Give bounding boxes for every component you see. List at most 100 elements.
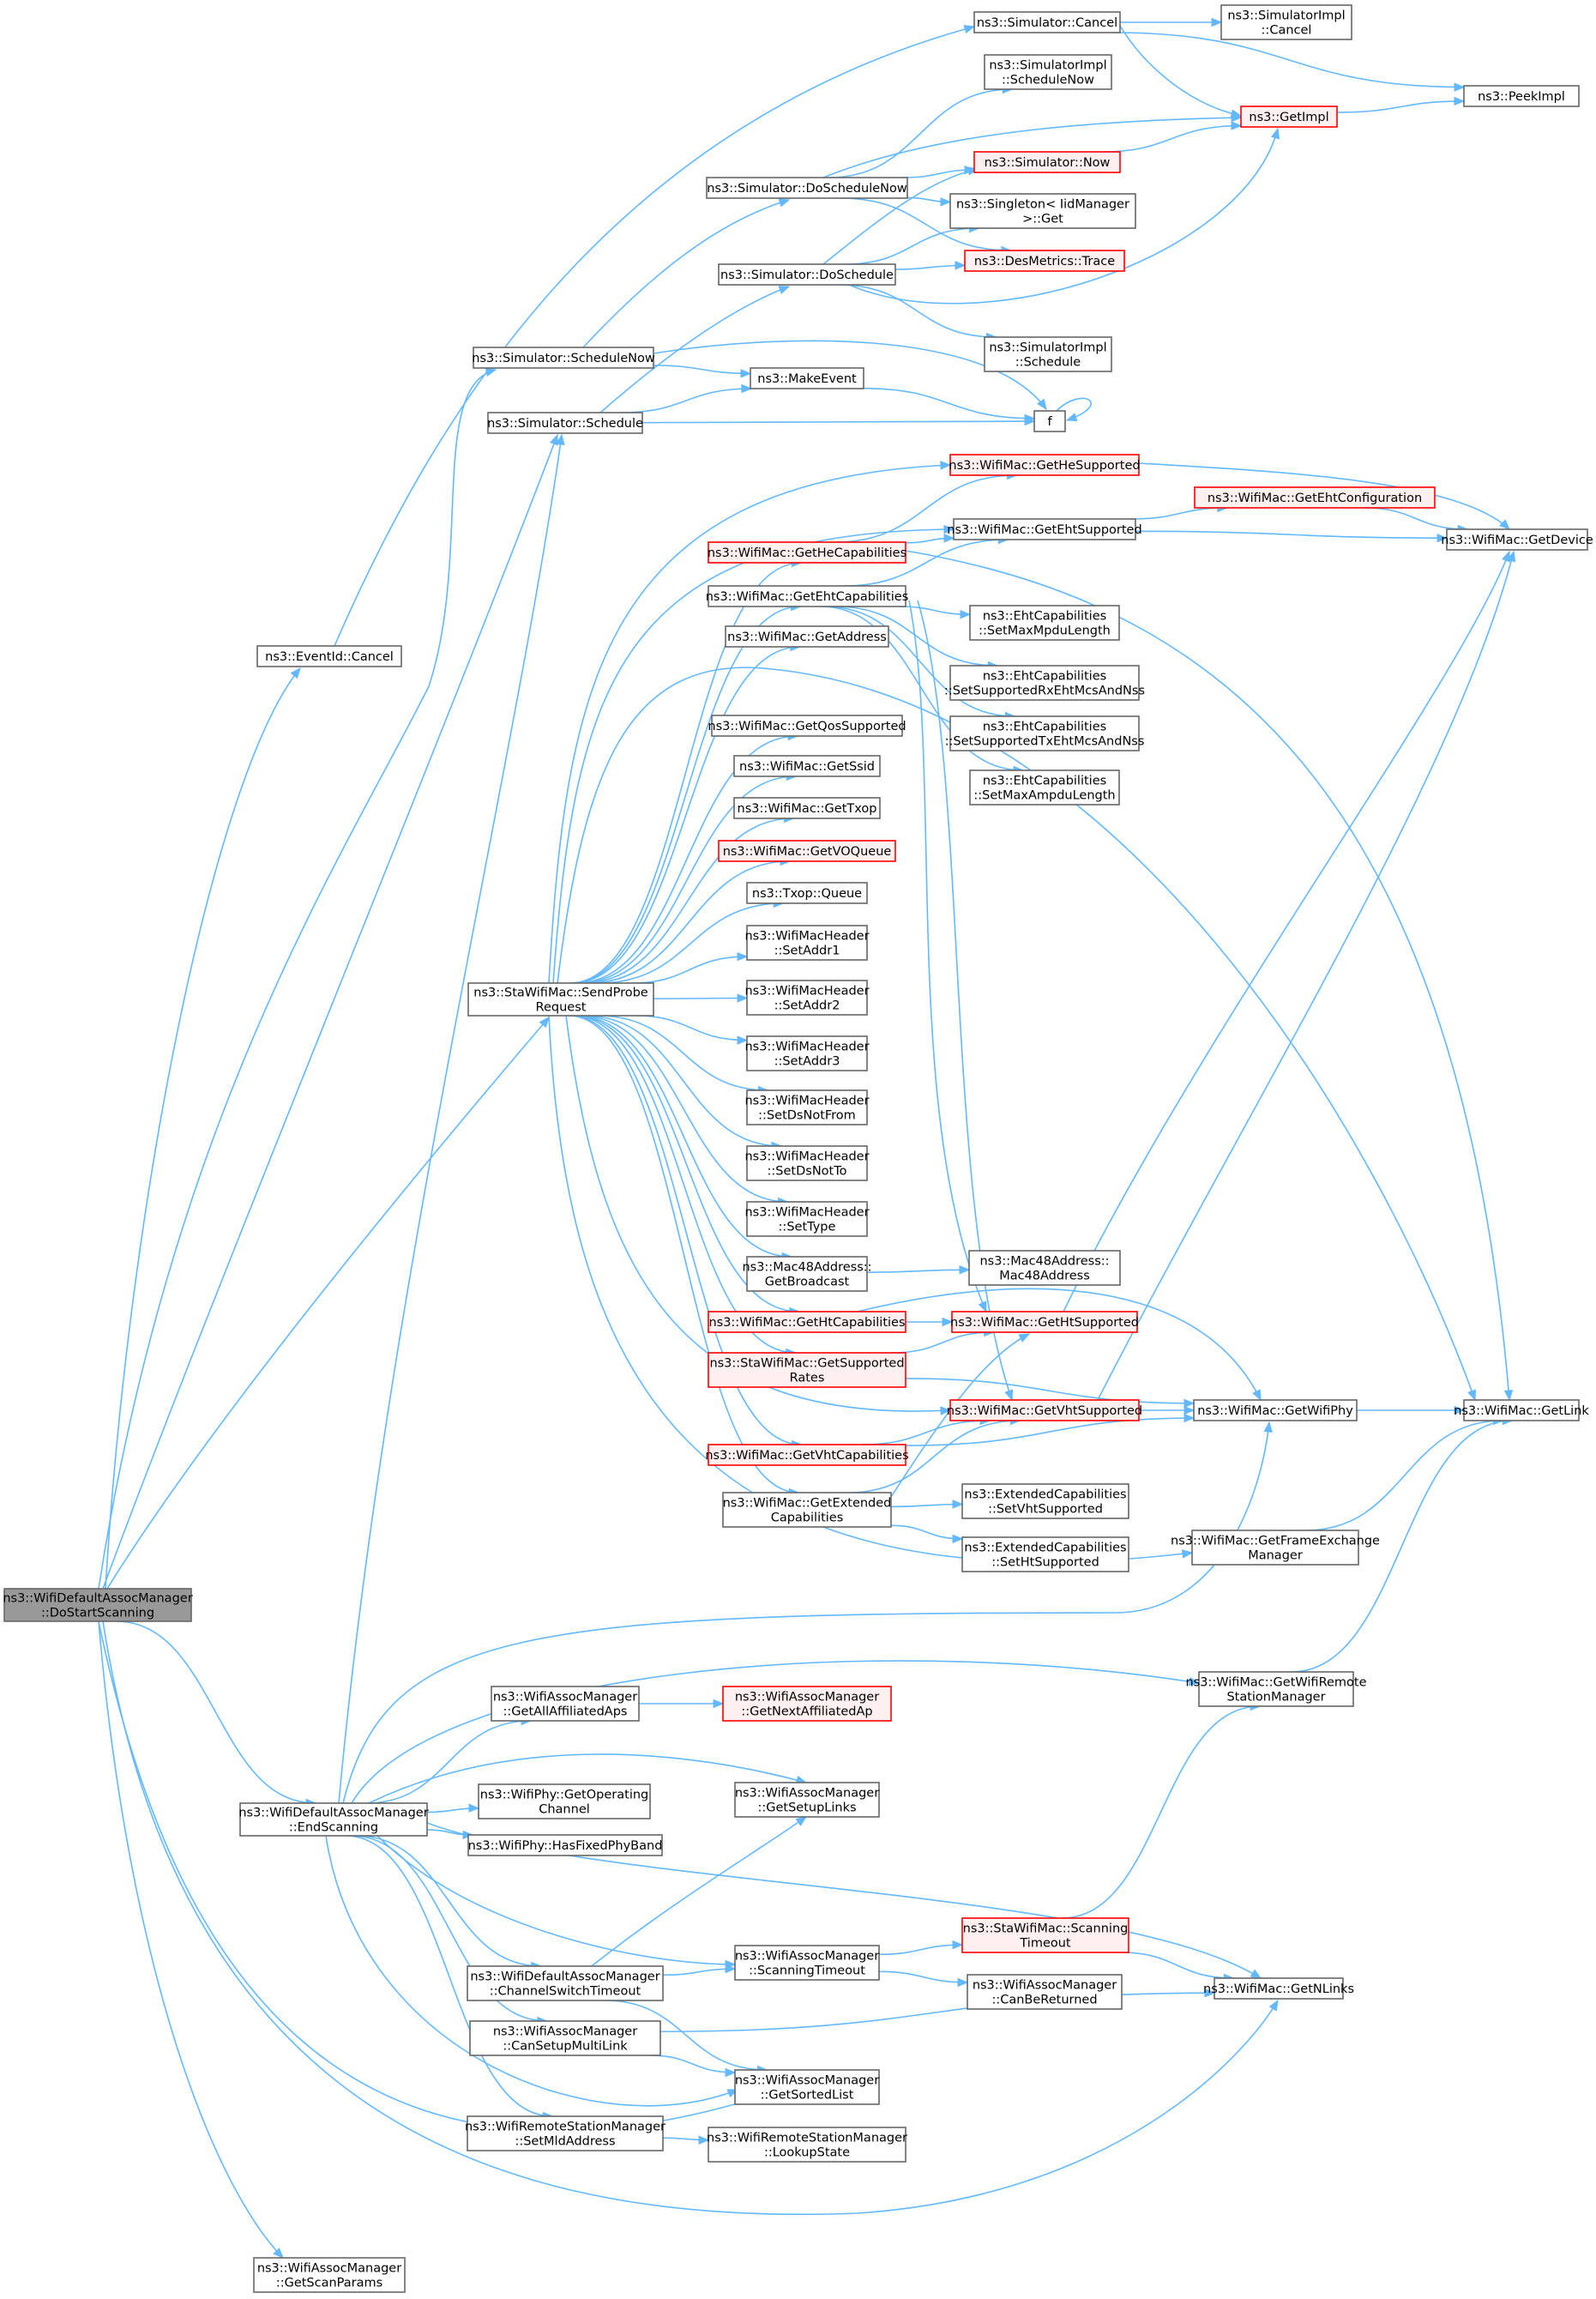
node-mac-getehtsup[interactable]: ns3::WifiMac::GetEhtSupported [947,518,1142,540]
edge-arrowhead [943,534,955,543]
node-sta-scantimeout[interactable]: ns3::StaWifiMac::ScanningTimeout [961,1917,1129,1953]
node-hdr-addr2[interactable]: ns3::WifiMacHeader::SetAddr2 [744,980,870,1016]
node-am-getsetuplinks[interactable]: ns3::WifiAssocManager::GetSetupLinks [734,1782,880,1818]
edge-line [866,1269,970,1274]
node-am-getsorted[interactable]: ns3::WifiAssocManager::GetSortedList [734,2069,880,2105]
node-label: f [1047,415,1052,429]
node-singleton-get[interactable]: ns3::Singleton< IidManager>::Get [949,193,1136,229]
node-hdr-addr3[interactable]: ns3::WifiMacHeader::SetAddr3 [744,1035,870,1071]
edge-arrowhead [1503,1390,1514,1402]
node-mac-gethtcap[interactable]: ns3::WifiMac::GetHtCapabilities [708,1311,906,1333]
node-box [708,1444,906,1466]
edge-line [102,434,558,1590]
edge-line [98,1620,284,2259]
node-label: ns3::GetImpl [1249,111,1328,124]
node-sim-dosched[interactable]: ns3::Simulator::DoSchedule [718,263,896,286]
call-edge [838,284,997,342]
node-root[interactable]: ns3::WifiDefaultAssocManager::DoStartSca… [3,1588,193,1622]
node-am-scantimeout[interactable]: ns3::WifiAssocManager::ScanningTimeout [734,1945,880,1981]
node-am-canbereturned[interactable]: ns3::WifiAssocManager::CanBeReturned [967,1974,1123,2010]
node-sim-schednow[interactable]: ns3::Simulator::ScheduleNow [472,347,655,369]
edge-arrowhead [960,610,972,619]
node-label: ns3::WifiDefaultAssocManager [470,1970,659,1984]
node-mac-getwifiphy[interactable]: ns3::WifiMac::GetWifiPhy [1193,1399,1358,1421]
node-mac-getqos[interactable]: ns3::WifiMac::GetQosSupported [708,715,906,737]
node-peekimpl[interactable]: ns3::PeekImpl [1463,85,1580,107]
edge-line [621,388,751,413]
node-am-getallaffil[interactable]: ns3::WifiAssocManager::GetAllAffiliatedA… [491,1686,640,1722]
node-hdr-settype[interactable]: ns3::WifiMacHeader::SetType [744,1201,870,1237]
node-rsm-lookup[interactable]: ns3::WifiRemoteStationManager::LookupSta… [707,2127,907,2163]
node-am-getscanparams[interactable]: ns3::WifiAssocManager::GetScanParams [253,2257,406,2293]
node-mac-getehtcap[interactable]: ns3::WifiMac::GetEhtCapabilities [706,585,909,607]
node-makeevent[interactable]: ns3::MakeEvent [750,367,864,389]
node-simimpl-sched[interactable]: ns3::SimulatorImpl::Schedule [984,336,1112,372]
edge-line [98,1620,773,2132]
node-phy-hasfixed[interactable]: ns3::WifiPhy::HasFixedPhyBand [467,1834,663,1856]
node-mac-getdevice[interactable]: ns3::WifiMac::GetDevice [1441,528,1593,551]
node-mac48[interactable]: ns3::Mac48Address::Mac48Address [968,1250,1121,1286]
node-mac-getvhtcap[interactable]: ns3::WifiMac::GetVhtCapabilities [705,1444,909,1466]
node-mac-gethesup[interactable]: ns3::WifiMac::GetHeSupported [949,454,1141,476]
node-simimpl-schednow[interactable]: ns3::SimulatorImpl::ScheduleNow [984,54,1112,90]
node-dam-endscan[interactable]: ns3::WifiDefaultAssocManager::EndScannin… [238,1802,429,1837]
call-edge [653,993,749,1003]
edge-line [591,1816,807,1967]
node-desmetrics-trace[interactable]: ns3::DesMetrics::Trace [964,250,1125,272]
node-sim-sched[interactable]: ns3::Simulator::Schedule [487,412,643,434]
node-getimpl[interactable]: ns3::GetImpl [1240,106,1338,128]
node-eht-setmaxmpdu[interactable]: ns3::EhtCapabilities::SetMaxMpduLength [969,605,1120,641]
node-eht-setmaxampdu[interactable]: ns3::EhtCapabilities::SetMaxAmpduLength [969,769,1120,806]
edge-line [822,168,979,265]
node-mac-getlink[interactable]: ns3::WifiMac::GetLink [1454,1399,1589,1421]
node-eht-settx[interactable]: ns3::EhtCapabilities::SetSupportedTxEhtM… [945,715,1145,751]
node-rsm-setmld[interactable]: ns3::WifiRemoteStationManager::SetMldAdd… [465,2115,666,2151]
edge-arrowhead [1454,1405,1466,1415]
node-eht-setrx[interactable]: ns3::EhtCapabilities::SetSupportedRxEhtM… [944,665,1145,701]
node-mac-gettxop[interactable]: ns3::WifiMac::GetTxop [733,797,881,819]
node-sim-now[interactable]: ns3::Simulator::Now [973,151,1121,173]
edge-line [848,128,1279,305]
node-mac-getaddress[interactable]: ns3::WifiMac::GetAddress [725,625,889,648]
node-mac-getvoq[interactable]: ns3::WifiMac::GetVOQueue [718,840,896,862]
node-mac-gethtsup[interactable]: ns3::WifiMac::GetHtSupported [950,1311,1139,1333]
edge-arrowhead [1499,519,1510,530]
edge-line [824,606,1015,717]
node-box [734,1782,880,1818]
node-label: ns3::Simulator::ScheduleNow [472,352,655,365]
node-label: ns3::WifiRemoteStationManager [707,2132,907,2145]
node-am-cansetupml[interactable]: ns3::WifiAssocManager::CanSetupMultiLink [469,2020,661,2056]
node-mac-getnlinks[interactable]: ns3::WifiMac::GetNLinks [1203,1977,1354,2000]
node-ext-setvht[interactable]: ns3::ExtendedCapabilities::SetVhtSupport… [961,1483,1129,1519]
node-ext-setht[interactable]: ns3::ExtendedCapabilities::SetHtSupporte… [961,1536,1129,1572]
node-hdr-addr1[interactable]: ns3::WifiMacHeader::SetAddr1 [744,925,870,961]
node-label: ns3::StaWifiMac::SendProbe [473,987,648,1000]
node-box [718,840,896,862]
node-label: ns3::WifiAssocManager [493,2025,637,2039]
node-mac48-bcast[interactable]: ns3::Mac48Address::GetBroadcast [742,1256,872,1292]
node-mac-getrsm[interactable]: ns3::WifiMac::GetWifiRemoteStationManage… [1185,1671,1367,1707]
node-mac-gethecap[interactable]: ns3::WifiMac::GetHeCapabilities [708,541,906,564]
node-simimpl-cancel[interactable]: ns3::SimulatorImpl::Cancel [1220,4,1352,40]
node-hdr-dsnotto[interactable]: ns3::WifiMacHeader::SetDsNotTo [744,1145,870,1181]
node-am-getnextaffil[interactable]: ns3::WifiAssocManager::GetNextAffiliated… [722,1686,892,1722]
node-label: ::ScheduleNow [1002,74,1094,87]
node-box [951,1311,1138,1333]
node-mac-getehtconf[interactable]: ns3::WifiMac::GetEhtConfiguration [1194,486,1436,509]
node-f[interactable]: f [1033,410,1066,432]
call-edge [905,534,955,544]
node-dam-chswitch[interactable]: ns3::WifiDefaultAssocManager::ChannelSwi… [467,1965,664,2001]
call-edge [98,1620,284,2259]
node-sim-cancel[interactable]: ns3::Simulator::Cancel [973,11,1121,33]
node-txop-queue[interactable]: ns3::Txop::Queue [746,882,868,904]
node-eventid-cancel[interactable]: ns3::EventId::Cancel [256,645,402,667]
node-sim-doschednow[interactable]: ns3::Simulator::DoScheduleNow [706,177,908,199]
node-mac-getvhtsup[interactable]: ns3::WifiMac::GetVhtSupported [947,1399,1142,1421]
node-hdr-dsnotfrom[interactable]: ns3::WifiMacHeader::SetDsNotFrom [744,1089,870,1125]
node-mac-getssid[interactable]: ns3::WifiMac::GetSsid [733,755,881,777]
